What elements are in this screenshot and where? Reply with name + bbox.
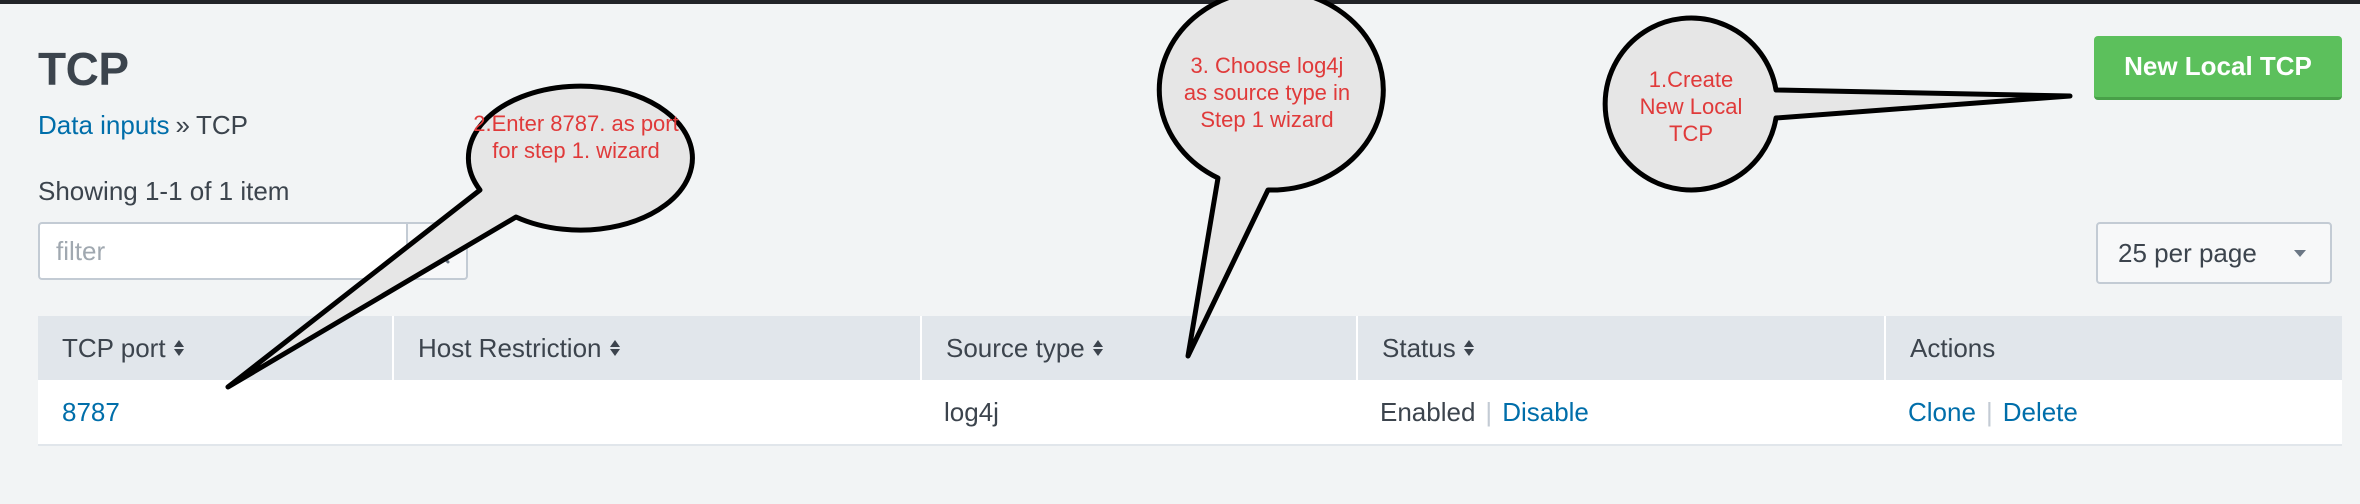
page-title: TCP xyxy=(38,43,129,95)
breadcrumb-separator: » xyxy=(175,110,190,140)
callout-text-3: 3. Choose log4j as source type in Step 1… xyxy=(1183,53,1351,132)
column-label: Source type xyxy=(946,332,1085,363)
disable-link[interactable]: Disable xyxy=(1502,396,1589,427)
divider: | xyxy=(1485,396,1493,427)
breadcrumb-data-inputs-link[interactable]: Data inputs xyxy=(38,110,170,140)
column-label: TCP port xyxy=(62,332,166,363)
column-label: Actions xyxy=(1910,332,1996,363)
tcp-inputs-table: TCP port Host Restriction Source type St… xyxy=(38,316,2342,446)
chevron-down-icon xyxy=(2294,250,2306,257)
column-header-host-restriction[interactable]: Host Restriction xyxy=(392,316,920,380)
filter-input[interactable] xyxy=(38,222,408,280)
per-page-dropdown[interactable]: 25 per page xyxy=(2096,222,2332,284)
sort-icon xyxy=(1092,339,1103,357)
callout-text-2: 2.Enter 8787. as port for step 1. wizard xyxy=(473,111,679,163)
per-page-label: 25 per page xyxy=(2118,237,2257,268)
column-header-actions: Actions xyxy=(1884,316,2342,380)
search-icon xyxy=(423,237,450,264)
divider: | xyxy=(1985,396,1993,427)
filter-search-button[interactable] xyxy=(406,222,468,280)
item-count: Showing 1-1 of 1 item xyxy=(38,176,290,206)
table-row: 8787 log4j Enabled | Disable Clone | Delete xyxy=(38,380,2342,446)
breadcrumb-current: TCP xyxy=(196,110,248,140)
breadcrumb: Data inputs»TCP xyxy=(38,110,248,141)
column-header-tcp-port[interactable]: TCP port xyxy=(38,316,392,380)
delete-link[interactable]: Delete xyxy=(2002,396,2078,427)
column-label: Status xyxy=(1382,332,1456,363)
cell-host-restriction xyxy=(392,380,920,444)
column-header-status[interactable]: Status xyxy=(1356,316,1884,380)
table-header: TCP port Host Restriction Source type St… xyxy=(38,316,2342,380)
cell-tcp-port: 8787 xyxy=(38,380,392,444)
cell-status: Enabled | Disable xyxy=(1356,380,1884,444)
new-local-tcp-button[interactable]: New Local TCP xyxy=(2094,36,2342,100)
filter-control xyxy=(38,222,468,284)
sort-icon xyxy=(173,339,184,357)
sort-icon xyxy=(609,339,620,357)
tcp-port-link[interactable]: 8787 xyxy=(62,396,120,427)
sort-icon xyxy=(1463,339,1474,357)
cell-source-type: log4j xyxy=(944,396,999,427)
column-header-source-type[interactable]: Source type xyxy=(920,316,1356,380)
column-label: Host Restriction xyxy=(418,332,602,363)
cell-actions: Clone | Delete xyxy=(1884,380,2342,444)
clone-link[interactable]: Clone xyxy=(1908,396,1976,427)
callout-text-1: 1.Create New Local TCP xyxy=(1639,67,1743,146)
status-text: Enabled xyxy=(1380,396,1476,427)
